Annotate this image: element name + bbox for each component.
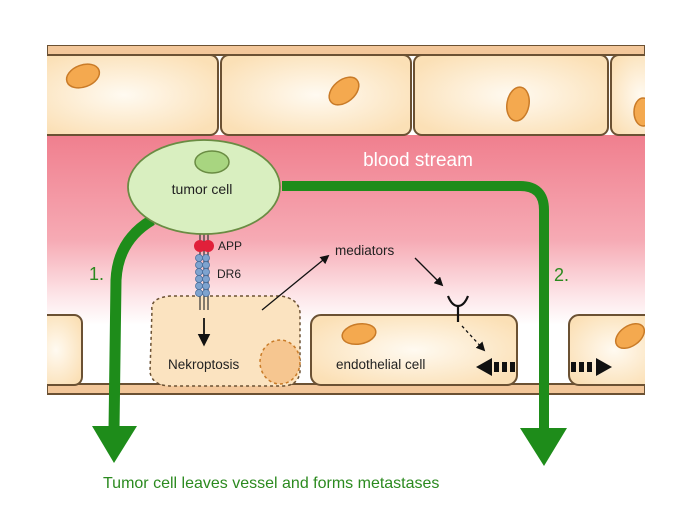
nucleus: [328, 76, 360, 106]
bottom-endothelial-row: [47, 314, 645, 386]
endothelial-cell: [568, 314, 645, 386]
path-1-arrow: [108, 215, 155, 431]
app-receptor: [202, 240, 214, 252]
y-receptor-icon: [446, 295, 470, 322]
path-2-label: 2.: [554, 265, 569, 285]
dashed-arrow-icon: [571, 358, 612, 376]
nekroptosis-label: Nekroptosis: [168, 357, 240, 372]
metastasis-arrows: [92, 181, 567, 466]
nucleus: [506, 86, 530, 122]
vessel: [47, 45, 645, 395]
caption: Tumor cell leaves vessel and forms metas…: [103, 475, 439, 492]
dr6-label: DR6: [217, 267, 241, 281]
endothelial-cell: [47, 314, 83, 386]
path-2-arrowhead: [520, 428, 567, 466]
receptor-stack: [194, 225, 214, 347]
vessel-wall-top: [47, 45, 645, 56]
nucleus: [633, 97, 645, 127]
path-1-arrowhead: [92, 426, 137, 463]
tumor-nucleus: [194, 150, 230, 174]
tumor-cell-label: tumor cell: [172, 181, 233, 197]
mediators-label: mediators: [335, 243, 395, 258]
endothelial-cell-label: endothelial cell: [336, 357, 425, 372]
nucleus: [65, 63, 101, 89]
necroptotic-cell: [149, 295, 301, 387]
nucleus: [341, 322, 377, 346]
endothelial-cell-main: [310, 314, 518, 386]
app-label: APP: [218, 239, 242, 253]
signal-arrow-to-receptor: [414, 257, 444, 287]
signal-arrow-to-mediators: [261, 254, 330, 311]
top-endothelial-row: [47, 54, 645, 136]
nucleus: [259, 339, 301, 385]
tumor-cell: [127, 139, 281, 235]
blood-stream-label: blood stream: [363, 150, 473, 171]
endothelial-cell: [47, 54, 219, 136]
endothelial-cell: [220, 54, 412, 136]
nucleus: [614, 322, 645, 350]
dr6-receptor: [195, 254, 210, 297]
dashed-arrow-icon: [476, 358, 515, 376]
path-2-arrow: [282, 181, 549, 433]
path-1-label: 1.: [89, 264, 104, 284]
